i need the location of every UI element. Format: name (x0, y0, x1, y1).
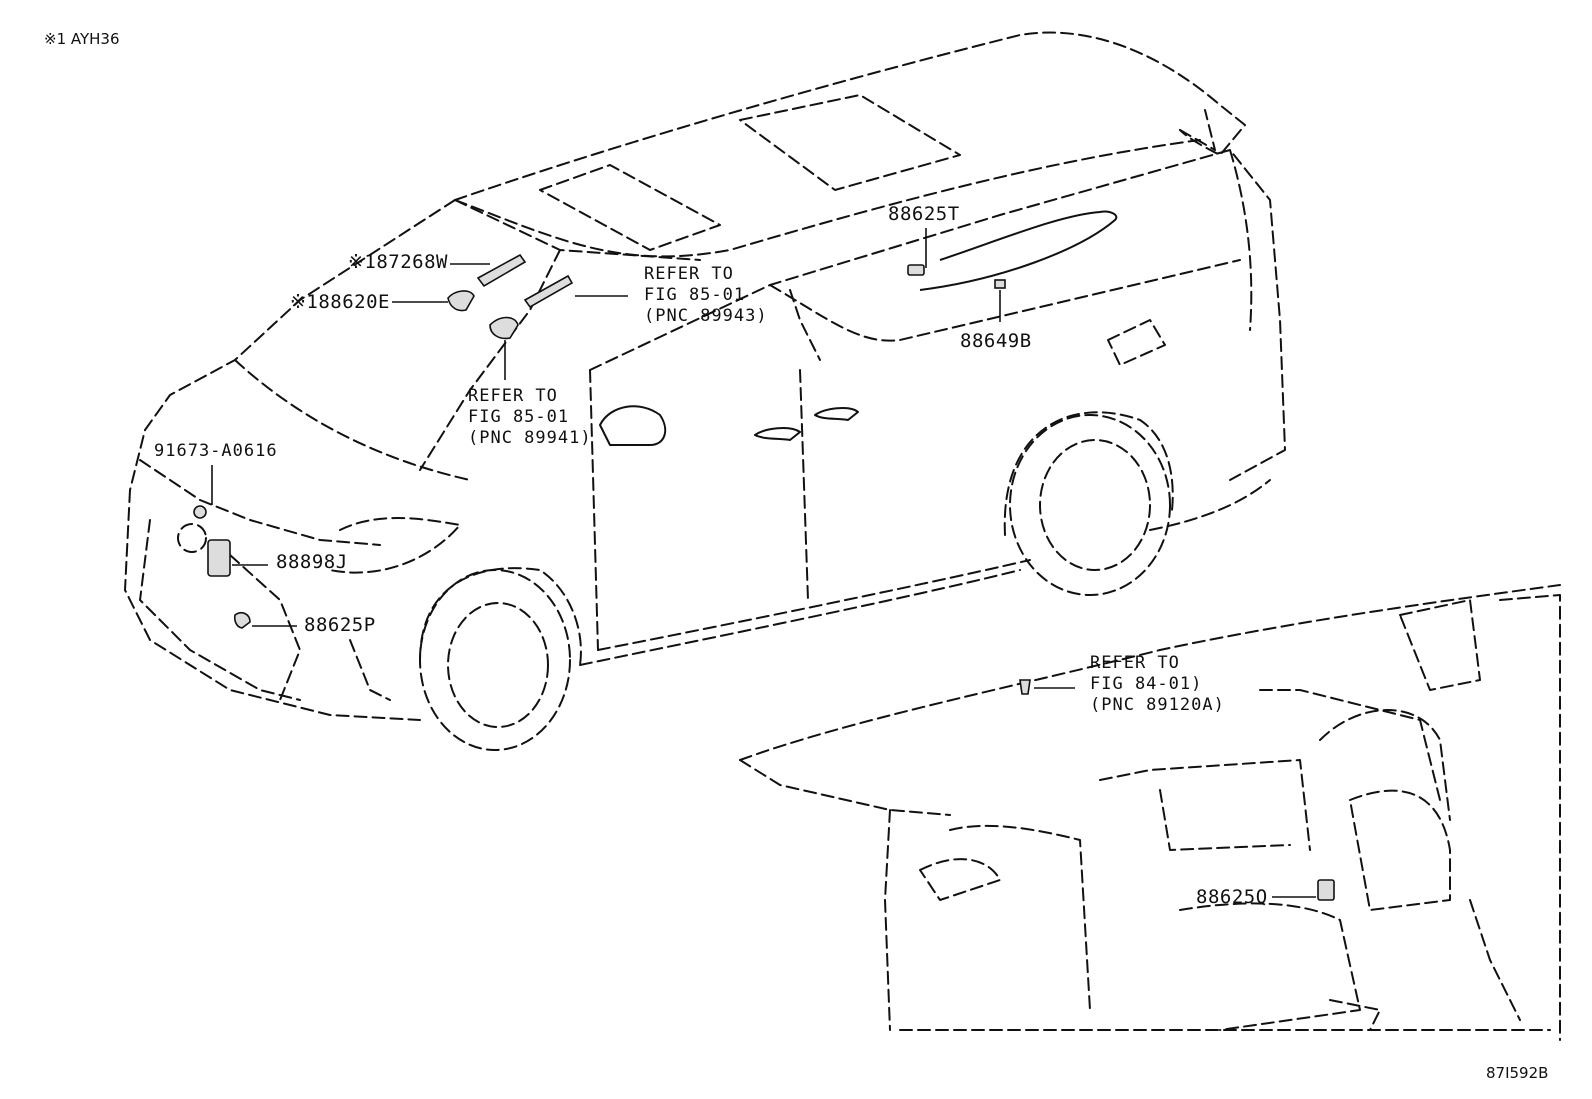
reference-line: (PNC 89120A) (1090, 695, 1225, 715)
part-number: 87268W (376, 251, 448, 273)
model-note: ※1 AYH36 (44, 30, 120, 48)
part-number: 88898J (276, 551, 348, 573)
callout-88625t[interactable]: 88625T (888, 203, 960, 225)
callout-91673-a0616[interactable]: 91673-A0616 (154, 441, 278, 462)
part-number: 88649B (960, 330, 1032, 352)
rear-cable-drawing (907, 210, 1118, 291)
reference-line: REFER TO (1090, 653, 1180, 673)
callout-marker: ※1 (348, 251, 377, 273)
reference-fig85-pnc89943[interactable]: REFER TO FIG 85-01 (PNC 89943) (644, 264, 768, 327)
reference-line: REFER TO (644, 264, 734, 284)
vehicle-outline (124, 31, 1286, 751)
part-number: 88625P (304, 614, 376, 636)
drawing-id: 87I592B (1486, 1064, 1549, 1082)
reference-line: (PNC 89941) (468, 428, 592, 448)
reference-line: REFER TO (468, 386, 558, 406)
callout-88649b[interactable]: 88649B (960, 330, 1032, 352)
reference-fig85-pnc89941[interactable]: REFER TO FIG 85-01 (PNC 89941) (468, 386, 592, 449)
callout-88620e[interactable]: ※188620E (290, 291, 390, 313)
part-number: 88625T (888, 203, 960, 225)
callout-marker: ※1 (290, 291, 319, 313)
part-number: 91673-A0616 (154, 441, 278, 461)
reference-line: FIG 85-01 (644, 285, 746, 305)
parts-glyphs (193, 253, 1335, 901)
leader-lines (211, 228, 1316, 898)
reference-line: (PNC 89943) (644, 306, 768, 326)
callout-87268w[interactable]: ※187268W (348, 251, 448, 273)
callout-88898j[interactable]: 88898J (276, 551, 348, 573)
reference-line: FIG 85-01 (468, 407, 570, 427)
part-number: 88625Q (1196, 886, 1268, 908)
part-number: 88620E (318, 291, 390, 313)
callout-88625p[interactable]: 88625P (304, 614, 376, 636)
callout-88625q[interactable]: 88625Q (1196, 886, 1268, 908)
reference-fig84-pnc89120a[interactable]: REFER TO FIG 84-01) (PNC 89120A) (1090, 653, 1225, 716)
dashboard-outline (739, 584, 1561, 1041)
reference-line: FIG 84-01) (1090, 674, 1203, 694)
